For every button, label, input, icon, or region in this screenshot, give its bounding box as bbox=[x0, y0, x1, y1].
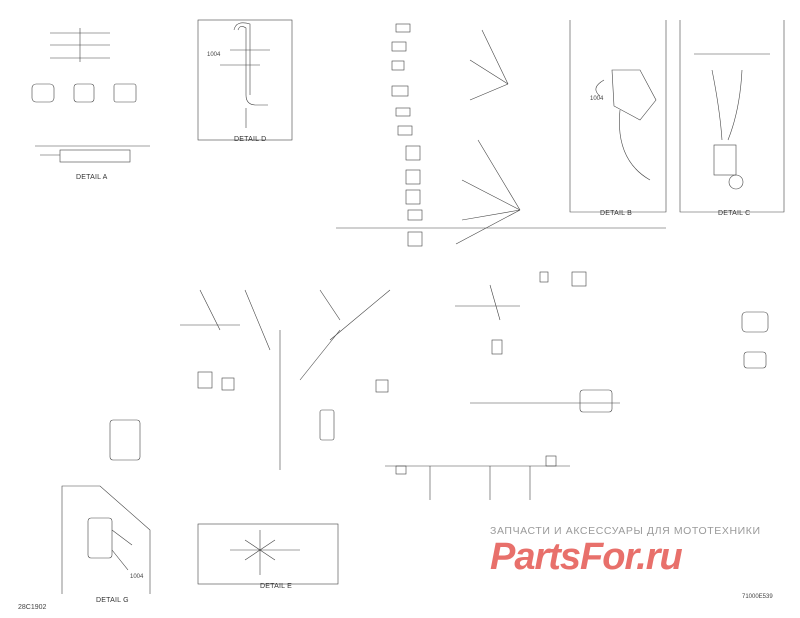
callout-code: 1004 bbox=[590, 96, 604, 102]
detail-b-title: DETAIL B bbox=[600, 210, 632, 217]
detail-a-title: DETAIL A bbox=[76, 174, 108, 181]
detail-d-title: DETAIL D bbox=[234, 136, 267, 143]
connector-sketch bbox=[113, 83, 137, 103]
callout-code: 1004 bbox=[130, 574, 144, 580]
component bbox=[395, 465, 407, 475]
detail-e-frame bbox=[197, 523, 339, 585]
drawing-number: 71000E539 bbox=[742, 594, 773, 600]
component bbox=[579, 389, 613, 413]
figure-code: 28C1902 bbox=[18, 604, 47, 611]
component bbox=[743, 351, 767, 369]
component bbox=[109, 419, 141, 461]
component bbox=[319, 409, 335, 441]
callout-code: 1004 bbox=[207, 52, 221, 58]
component bbox=[571, 271, 587, 287]
connector-sketch bbox=[31, 83, 55, 103]
detail-g-title: DETAIL G bbox=[96, 597, 129, 604]
detail-b-frame bbox=[569, 20, 667, 213]
component bbox=[221, 377, 235, 391]
connector-column bbox=[391, 23, 423, 247]
detail-b-part bbox=[611, 69, 657, 121]
component bbox=[545, 455, 557, 467]
detail-e-title: DETAIL E bbox=[260, 583, 292, 590]
component bbox=[539, 271, 549, 283]
watermark-tagline: ЗАПЧАСТИ И АКСЕССУАРЫ ДЛЯ МОТОТЕХНИКИ bbox=[490, 525, 761, 537]
detail-g-frame bbox=[61, 485, 151, 594]
component bbox=[741, 311, 769, 333]
component bbox=[197, 371, 213, 389]
detail-c-title: DETAIL C bbox=[718, 210, 751, 217]
watermark-brand: PartsFor.ru bbox=[490, 536, 683, 578]
detail-d-frame bbox=[197, 19, 293, 141]
detail-c-frame bbox=[679, 20, 785, 213]
component bbox=[491, 339, 503, 355]
component bbox=[375, 379, 389, 393]
connector-sketch bbox=[73, 83, 95, 103]
detail-c-part bbox=[711, 69, 723, 141]
harness-routes bbox=[180, 284, 620, 500]
